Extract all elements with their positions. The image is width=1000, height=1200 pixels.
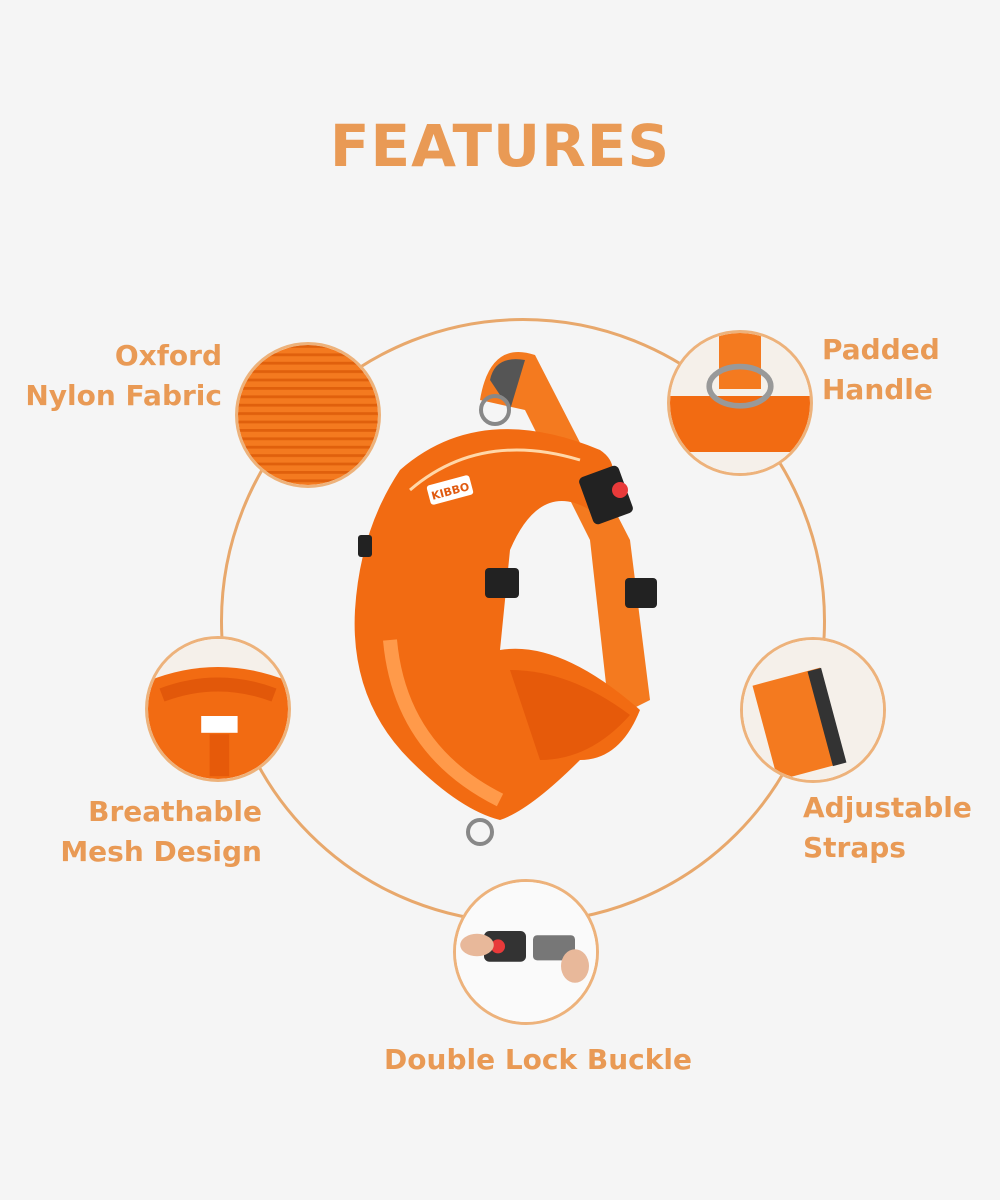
breathable-mesh-image: [145, 636, 291, 782]
label-line: Handle: [822, 373, 933, 406]
label-line: Padded: [822, 333, 940, 366]
label-line: Oxford: [114, 339, 222, 372]
label-line: Breathable: [88, 795, 262, 828]
double-lock-buckle-image: [453, 879, 599, 1025]
feature-label-double-lock-buckle: Double Lock Buckle: [384, 1043, 692, 1076]
label-line: Straps: [803, 831, 906, 864]
page-title: FEATURES: [329, 112, 671, 180]
feature-label-adjustable-straps: Adjustable Straps: [803, 788, 972, 868]
feature-label-breathable-mesh: Breathable Mesh Design: [60, 792, 262, 872]
label-line: Nylon Fabric: [25, 379, 222, 412]
oxford-fabric-image: [235, 342, 381, 488]
harness-product-image: KIBBO: [330, 340, 680, 860]
adjustable-straps-image: [740, 637, 886, 783]
feature-label-padded-handle: Padded Handle: [822, 330, 940, 410]
label-line: Mesh Design: [60, 835, 262, 868]
feature-label-oxford-fabric: Oxford Nylon Fabric: [25, 336, 222, 416]
label-line: Adjustable: [803, 791, 972, 824]
padded-handle-image: [667, 330, 813, 476]
